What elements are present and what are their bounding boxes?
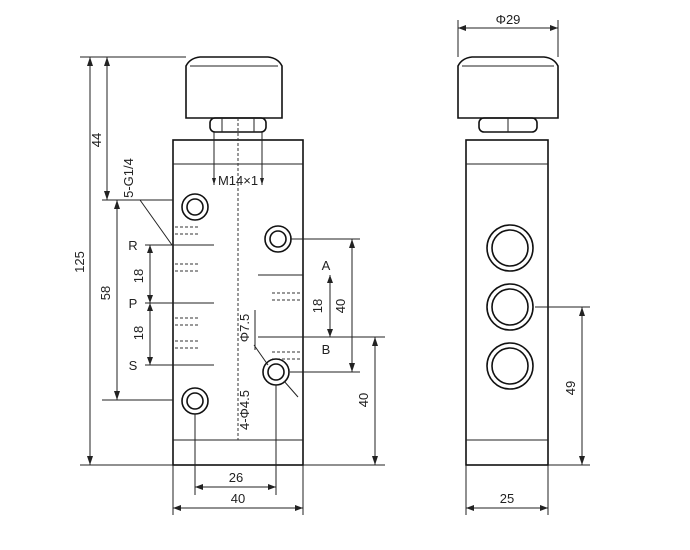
front-knob — [185, 56, 283, 119]
dim-a-b: 18 — [310, 299, 325, 313]
port-s-label: S — [129, 358, 138, 373]
label-bore: Φ7.5 — [237, 314, 252, 342]
mount-hole-bottom-left — [181, 387, 209, 415]
dim-head-height: 44 — [89, 133, 104, 147]
dim-a-b-outer: 40 — [333, 299, 348, 313]
front-view: 125 44 58 5-G1/4 18 18 R P S M14×1 Φ7.5 … — [72, 56, 385, 515]
port-r-label: R — [128, 238, 137, 253]
mount-hole-top-left — [181, 193, 209, 221]
label-mount-holes: 4-Φ4.5 — [237, 390, 252, 430]
dim-r-p: 18 — [131, 269, 146, 283]
port-p-label: P — [129, 296, 138, 311]
dim-body-width: 40 — [231, 491, 245, 506]
dim-hole-spacing: 26 — [229, 470, 243, 485]
mount-hole-top-right — [264, 225, 292, 253]
dim-p-s: 18 — [131, 326, 146, 340]
dim-overall-height: 125 — [72, 251, 87, 273]
dim-side-width: 25 — [500, 491, 514, 506]
port-b-label: B — [322, 342, 331, 357]
side-view: Φ29 25 49 — [457, 12, 590, 515]
dim-port-spacing: 58 — [98, 286, 113, 300]
label-mount-thread: M14×1 — [218, 173, 258, 188]
side-port-top — [486, 224, 534, 272]
side-knob — [457, 56, 559, 119]
dim-port-height: 49 — [563, 381, 578, 395]
dim-bottom-port: 40 — [356, 393, 371, 407]
dim-knob-diameter: Φ29 — [496, 12, 521, 27]
port-a-label: A — [322, 258, 331, 273]
label-port-thread: 5-G1/4 — [121, 158, 136, 198]
side-port-bottom — [486, 342, 534, 390]
side-body — [465, 139, 549, 466]
side-port-middle — [486, 283, 534, 331]
